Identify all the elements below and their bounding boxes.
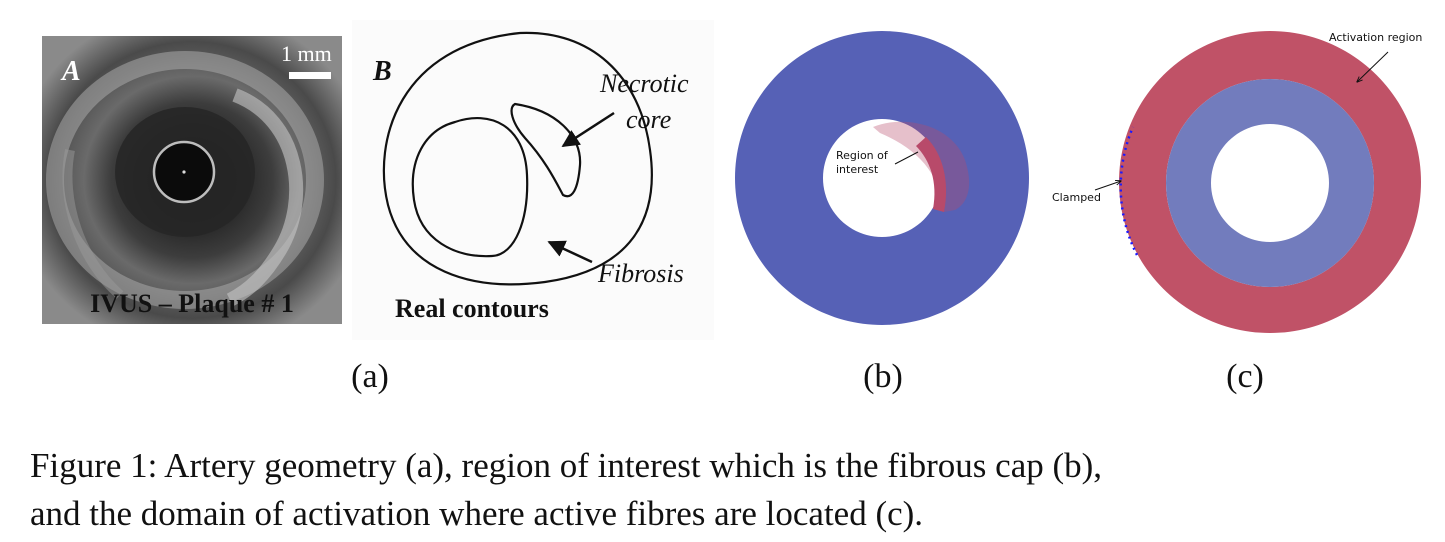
clamped-arrow (1094, 181, 1121, 191)
contours-panel-letter: B (372, 56, 392, 87)
artery-domain-c (1119, 31, 1422, 333)
artery-domain-b (735, 31, 1030, 325)
clamped-label: Clamped (1052, 191, 1101, 204)
necrotic-core-label-line1: Necrotic (599, 69, 689, 98)
necrotic-core-label-line2: core (626, 105, 671, 134)
subfigure-c-label: (c) (1226, 358, 1264, 395)
ivus-image (42, 36, 342, 324)
roi-leader-line (894, 151, 919, 165)
roi-label-line2: interest (836, 163, 879, 176)
fibrosis-label: Fibrosis (597, 259, 684, 288)
activation-region-label: Activation region (1329, 31, 1422, 44)
figure-graphics: A 1 mm IVUS – Plaque # 1 B Necrotic core… (42, 20, 1423, 340)
subfigure-a-label: (a) (351, 358, 389, 395)
caption-line-1: Figure 1: Artery geometry (a), region of… (30, 446, 1103, 485)
ivus-plaque-label: IVUS – Plaque # 1 (90, 289, 294, 318)
ivus-panel-letter: A (60, 56, 81, 87)
roi-label-line1: Region of (836, 149, 889, 162)
caption-line-2: and the domain of activation where activ… (30, 494, 924, 533)
scale-bar-label: 1 mm (281, 41, 332, 66)
subfigure-b-label: (b) (863, 358, 903, 395)
activation-arrow (1357, 51, 1389, 82)
real-contours-label: Real contours (395, 294, 549, 323)
contours-background (352, 20, 714, 340)
figure-caption: Figure 1: Artery geometry (a), region of… (30, 442, 1430, 538)
